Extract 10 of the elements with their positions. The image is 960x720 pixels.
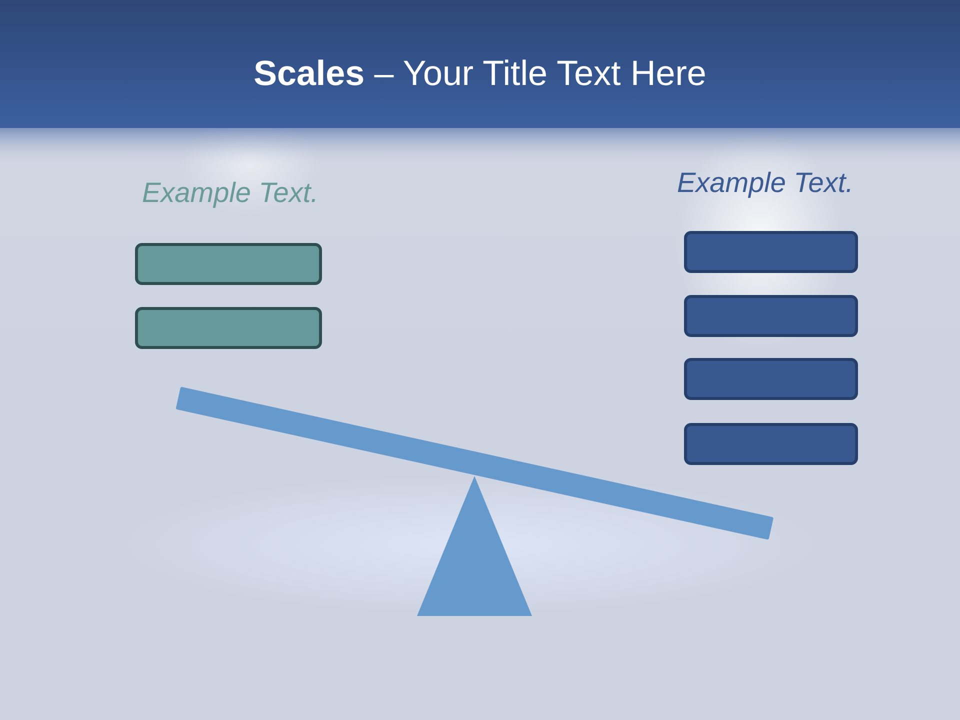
rounded-box — [684, 423, 858, 465]
rounded-box — [684, 231, 858, 273]
fulcrum-triangle — [417, 476, 532, 616]
rounded-box — [135, 307, 322, 349]
rounded-box — [684, 295, 858, 337]
rounded-box — [684, 358, 858, 400]
heading-text: Example Text. — [142, 177, 318, 209]
rounded-box — [135, 243, 322, 285]
slide-title: Scales – Your Title Text Here — [254, 53, 706, 95]
heading-text: Example Text. — [677, 167, 854, 199]
